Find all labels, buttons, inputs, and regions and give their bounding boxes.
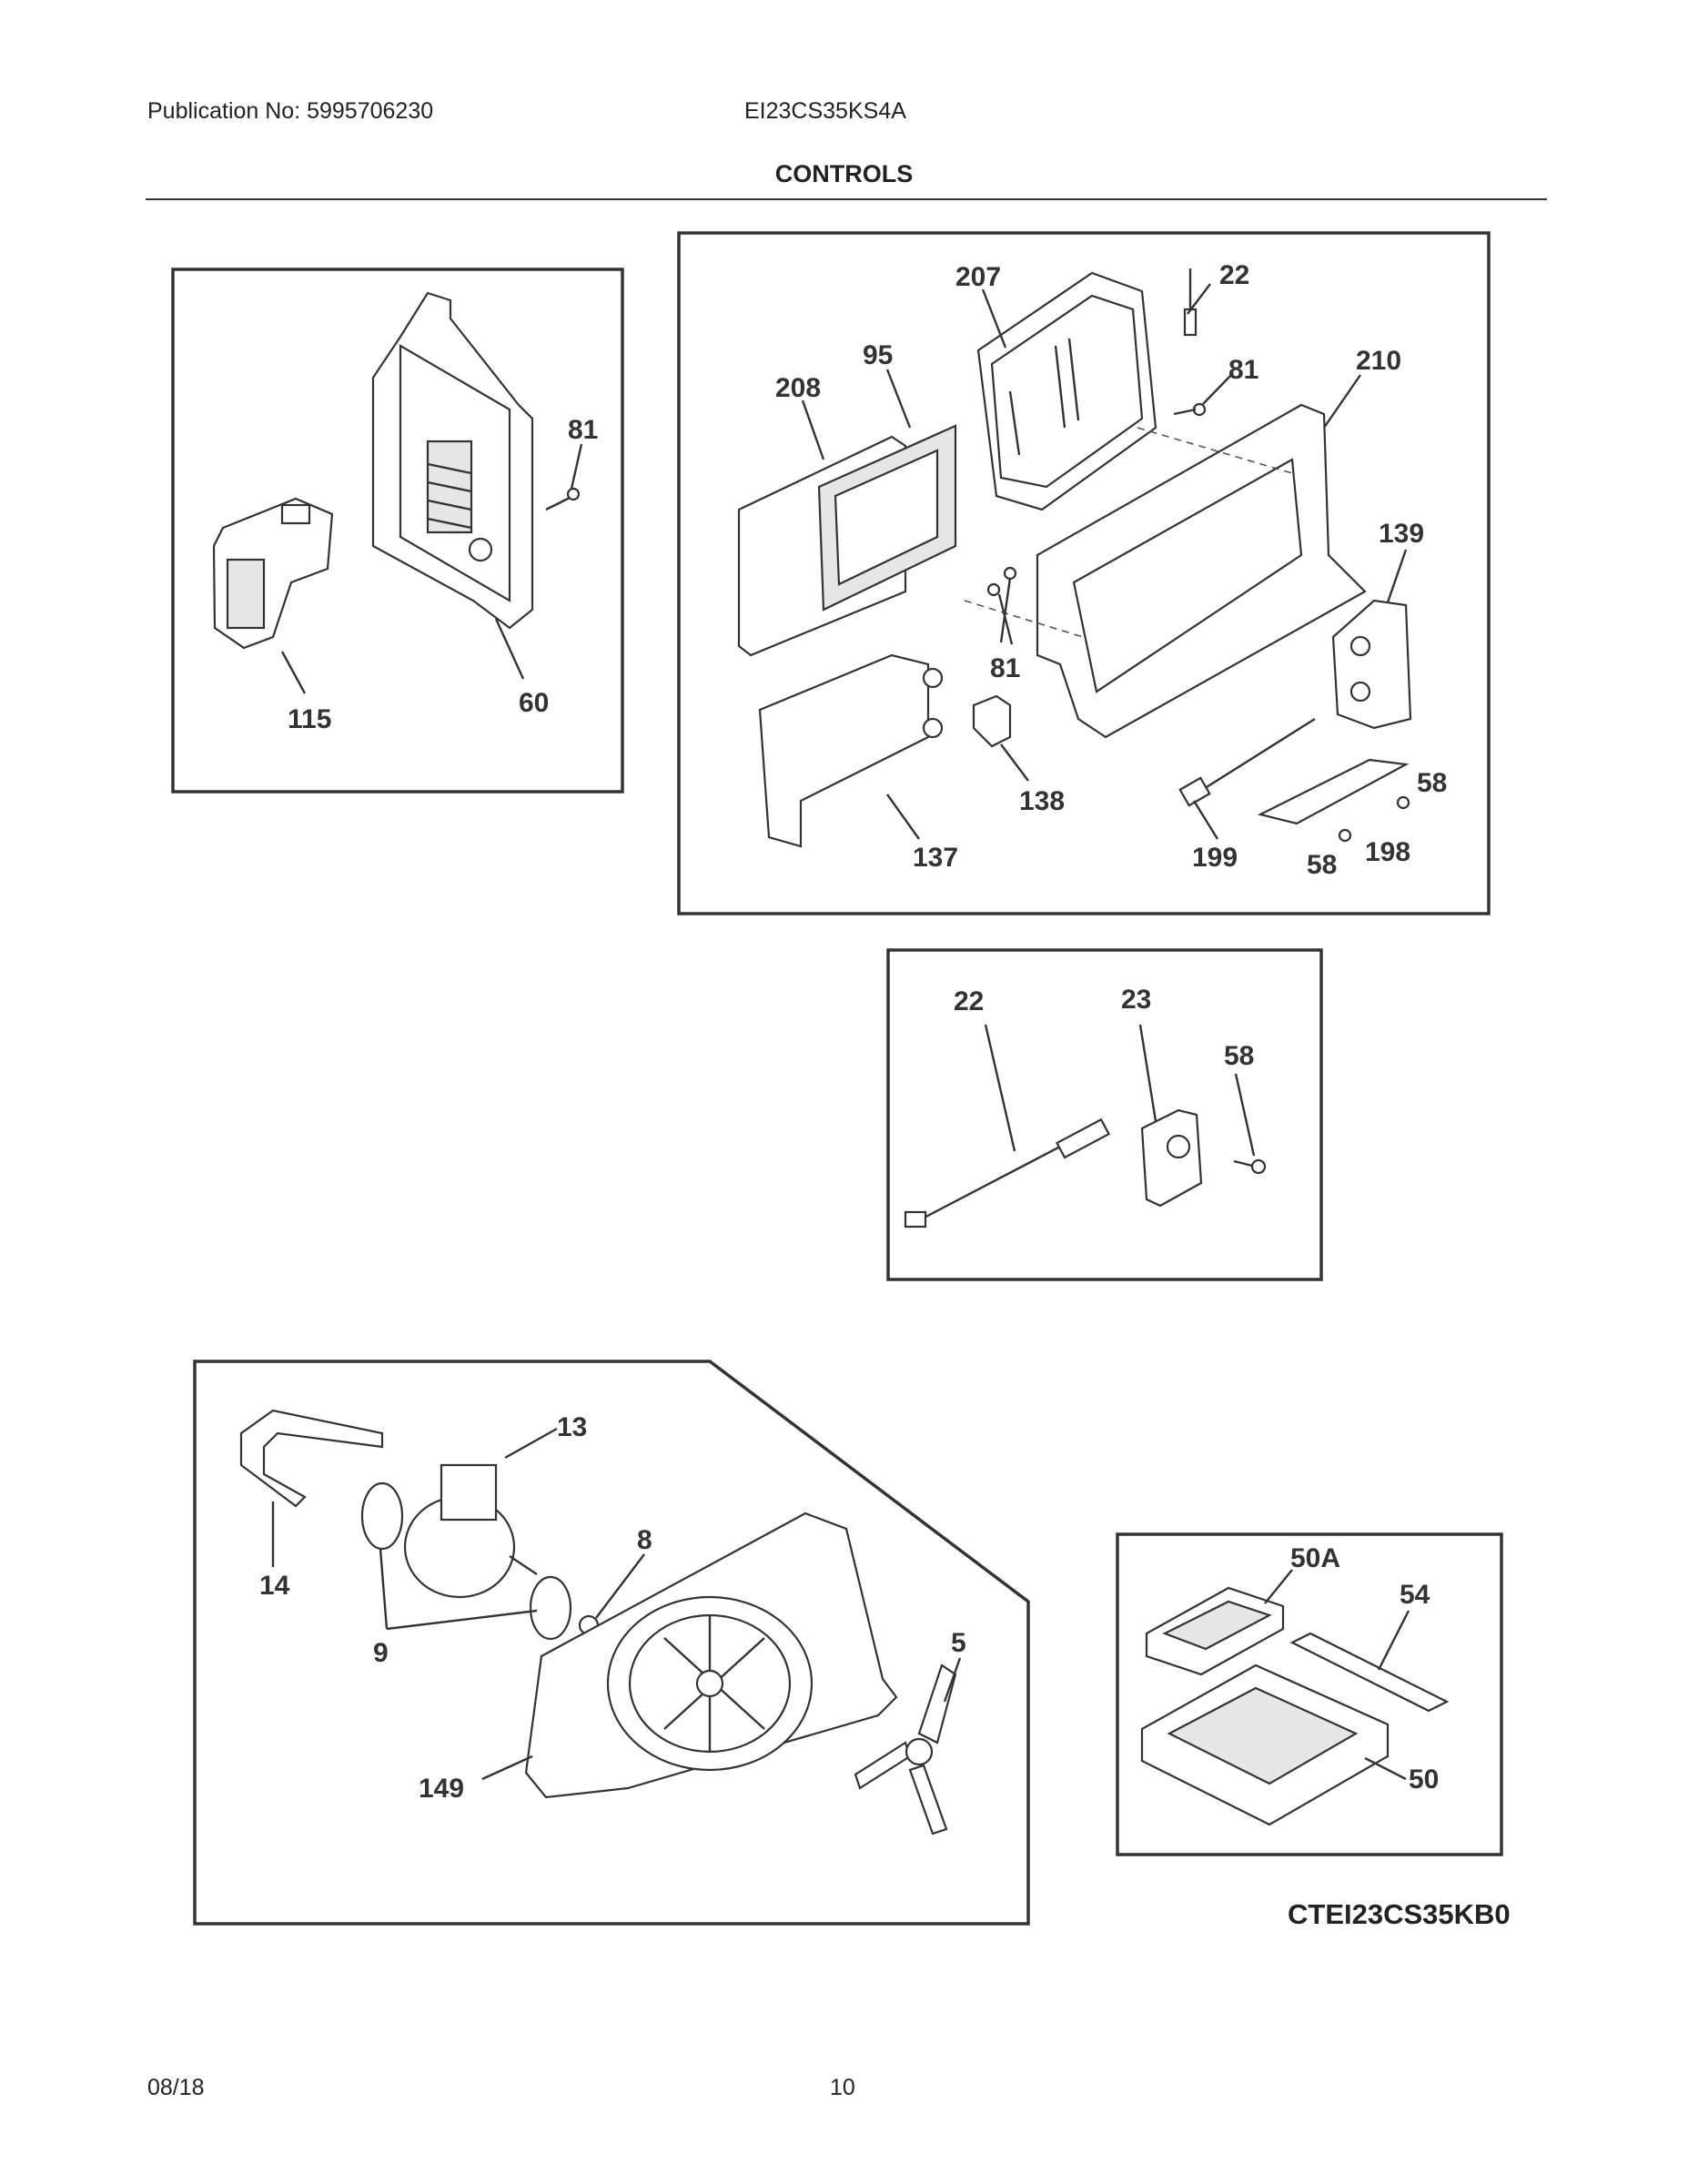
part-58-screw xyxy=(1233,1158,1267,1175)
part-95-display xyxy=(817,424,957,612)
callout-13: 13 xyxy=(557,1412,587,1442)
panel-lower-right: 50A 54 50 xyxy=(1116,1532,1503,1856)
part-60-housing xyxy=(371,291,534,630)
part-9-wheels xyxy=(360,1481,572,1641)
header-rule xyxy=(146,198,1547,200)
part-22-sensor xyxy=(1183,268,1198,337)
part-14-bracket xyxy=(239,1409,384,1508)
callout-50A: 50A xyxy=(1290,1543,1340,1573)
part-207-frame xyxy=(976,271,1157,511)
callout-138: 138 xyxy=(1019,786,1065,816)
leader-115 xyxy=(280,651,307,694)
page-number: 10 xyxy=(830,2075,855,2100)
part-149-housing xyxy=(524,1512,898,1799)
part-210-bracket xyxy=(964,403,1367,739)
section-title: CONTROLS xyxy=(774,160,914,187)
part-13-motor xyxy=(403,1463,538,1599)
part-115-switch xyxy=(212,497,334,650)
callout-81-upper: 81 xyxy=(1228,355,1258,385)
callout-208: 208 xyxy=(775,373,821,403)
part-22-sensor-wire xyxy=(904,1117,1111,1228)
model-number: EI23CS35KS4A xyxy=(744,98,906,124)
callout-54: 54 xyxy=(1400,1580,1430,1610)
callout-23: 23 xyxy=(1121,985,1151,1015)
part-50-housing xyxy=(1140,1663,1390,1826)
callout-95: 95 xyxy=(863,340,893,370)
part-23-cover xyxy=(1140,1108,1203,1208)
part-50A-board xyxy=(1145,1586,1285,1676)
callout-8: 8 xyxy=(637,1525,652,1555)
callout-115: 115 xyxy=(288,704,331,734)
panel-frame xyxy=(171,268,624,794)
callout-14: 14 xyxy=(259,1571,290,1601)
part-198-plate xyxy=(1257,758,1410,825)
part-139-housing xyxy=(1331,599,1412,730)
callout-5: 5 xyxy=(951,1628,966,1658)
callout-137: 137 xyxy=(913,843,958,873)
callout-58-bottom: 58 xyxy=(1307,850,1337,880)
callout-210: 210 xyxy=(1356,346,1401,376)
part-138-clip xyxy=(972,694,1012,748)
part-54-bracket xyxy=(1289,1632,1450,1713)
panel-middle: 22 23 58 xyxy=(886,948,1323,1281)
callout-207: 207 xyxy=(955,262,1001,292)
callout-199: 199 xyxy=(1192,843,1238,873)
panel-frame xyxy=(193,1360,1030,1926)
panel-frame xyxy=(1116,1532,1503,1856)
callout-22-middle: 22 xyxy=(954,986,984,1016)
part-5-fan-blade xyxy=(854,1663,957,1835)
footer-date: 08/18 xyxy=(147,2075,205,2100)
callout-58-right: 58 xyxy=(1417,768,1447,798)
part-81-screw xyxy=(545,487,581,511)
callout-149: 149 xyxy=(419,1774,464,1804)
callout-81-lower: 81 xyxy=(990,653,1020,683)
leader-81 xyxy=(570,443,583,490)
callout-58-middle: 58 xyxy=(1224,1041,1254,1071)
panel-frame xyxy=(677,231,1491,915)
diagram-code: CTEI23CS35KB0 xyxy=(1288,1898,1511,1930)
callout-198: 198 xyxy=(1365,837,1410,867)
publication-number: Publication No: 5995706230 xyxy=(147,98,434,124)
callout-60: 60 xyxy=(519,688,549,718)
part-199-rod xyxy=(1178,717,1316,807)
callout-81: 81 xyxy=(568,415,598,445)
screws-81-58 xyxy=(986,402,1410,843)
leader-60 xyxy=(494,618,525,680)
panel-frame xyxy=(886,948,1323,1281)
panel-upper-left: 81 115 60 xyxy=(171,268,624,794)
callout-50: 50 xyxy=(1409,1764,1439,1795)
callout-139: 139 xyxy=(1379,519,1424,549)
callout-9: 9 xyxy=(373,1638,389,1668)
callout-22: 22 xyxy=(1219,260,1249,290)
part-137-cover xyxy=(758,653,944,848)
panel-upper-right: 207 22 95 208 81 210 139 81 138 137 199 … xyxy=(677,231,1491,915)
panel-lower-left: 13 14 8 9 5 149 xyxy=(193,1360,1030,1926)
